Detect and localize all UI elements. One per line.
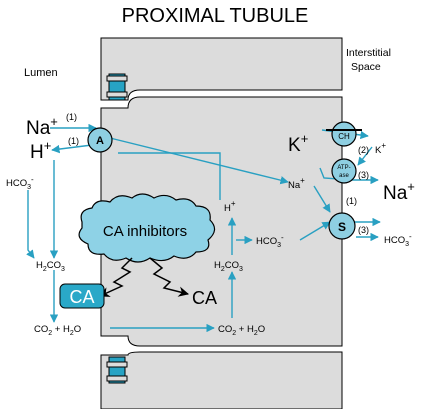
k-small-label: K+	[375, 141, 386, 156]
ca-lumen-box	[59, 283, 105, 309]
h-lumen-label: H+	[30, 138, 51, 163]
atpase-label-1: ATP-	[337, 165, 350, 171]
na-to-s-arrow	[313, 185, 331, 213]
stoich-hco3-s: (3)	[358, 225, 369, 235]
tight-junction-top-cap	[106, 75, 128, 82]
interstitial-label-1: Interstitial	[346, 47, 391, 59]
stoich-k: (2)	[358, 145, 369, 155]
hco3-right-label: HCO3-	[384, 232, 412, 248]
upper-neighbor-cell	[100, 37, 343, 101]
lower-neighbor-cell	[100, 351, 343, 409]
symporter-s	[328, 212, 356, 240]
inhibit-ca-lumen-arrow	[99, 257, 133, 297]
channel-ch	[331, 121, 357, 147]
ca-cell-label: CA	[192, 288, 217, 308]
symporter-s-label: S	[338, 220, 346, 234]
stoich-na-s: (1)	[346, 196, 357, 206]
inhibit-ca-cell-arrow	[149, 257, 190, 297]
k-big-label: K+	[288, 131, 308, 156]
interstitial-label-2: Space	[351, 61, 381, 73]
h-cell-label: H+	[224, 199, 236, 214]
atpase-pump	[331, 158, 357, 184]
atpase-label-2: ase	[339, 173, 349, 179]
lumen-label: Lumen	[24, 67, 58, 79]
h-secretion-arrow	[51, 144, 93, 154]
atpase-k-in-arrow	[357, 146, 373, 166]
na-diffusion-arrow	[109, 137, 289, 185]
ca-lumen-label: CA	[69, 287, 94, 307]
ca-inhibitors-cloud	[78, 193, 216, 263]
h-cell-path	[118, 152, 221, 200]
hco3-lumen-label: HCO3-	[6, 175, 34, 191]
stoich-na-a: (1)	[66, 112, 77, 122]
epithelial-cell	[100, 96, 343, 347]
h2co3-lumen-label: H2CO3	[36, 260, 65, 273]
hco3-to-h2co3-lumen-arrow	[26, 190, 35, 259]
hco3-cell-label: HCO3-	[256, 233, 284, 249]
co2-h2o-cell-label: CO2 + H2O	[218, 324, 265, 337]
stoich-h-a: (1)	[68, 136, 79, 146]
tight-junction-top-base	[106, 91, 128, 98]
tight-junction-bottom-base	[106, 375, 128, 382]
na-big-label: Na+	[383, 179, 415, 204]
hco3-to-s-arrow	[299, 221, 331, 241]
ca-inhibitors-label: CA inhibitors	[103, 223, 187, 240]
diagram-title: PROXIMAL TUBULE	[122, 5, 309, 27]
na-lumen-label: Na+	[26, 114, 58, 139]
stoich-na-atpase: (3)	[358, 170, 369, 180]
na-cell-label: Na+	[288, 176, 305, 191]
transporter-a	[87, 127, 113, 153]
channel-ch-label: CH	[338, 132, 350, 141]
h2co3-cell-label: H2CO3	[214, 260, 243, 273]
tight-junction-bottom-cap	[106, 361, 128, 368]
transporter-a-label: A	[96, 135, 104, 147]
co2-h2o-lumen-label: CO2 + H2O	[34, 324, 81, 337]
